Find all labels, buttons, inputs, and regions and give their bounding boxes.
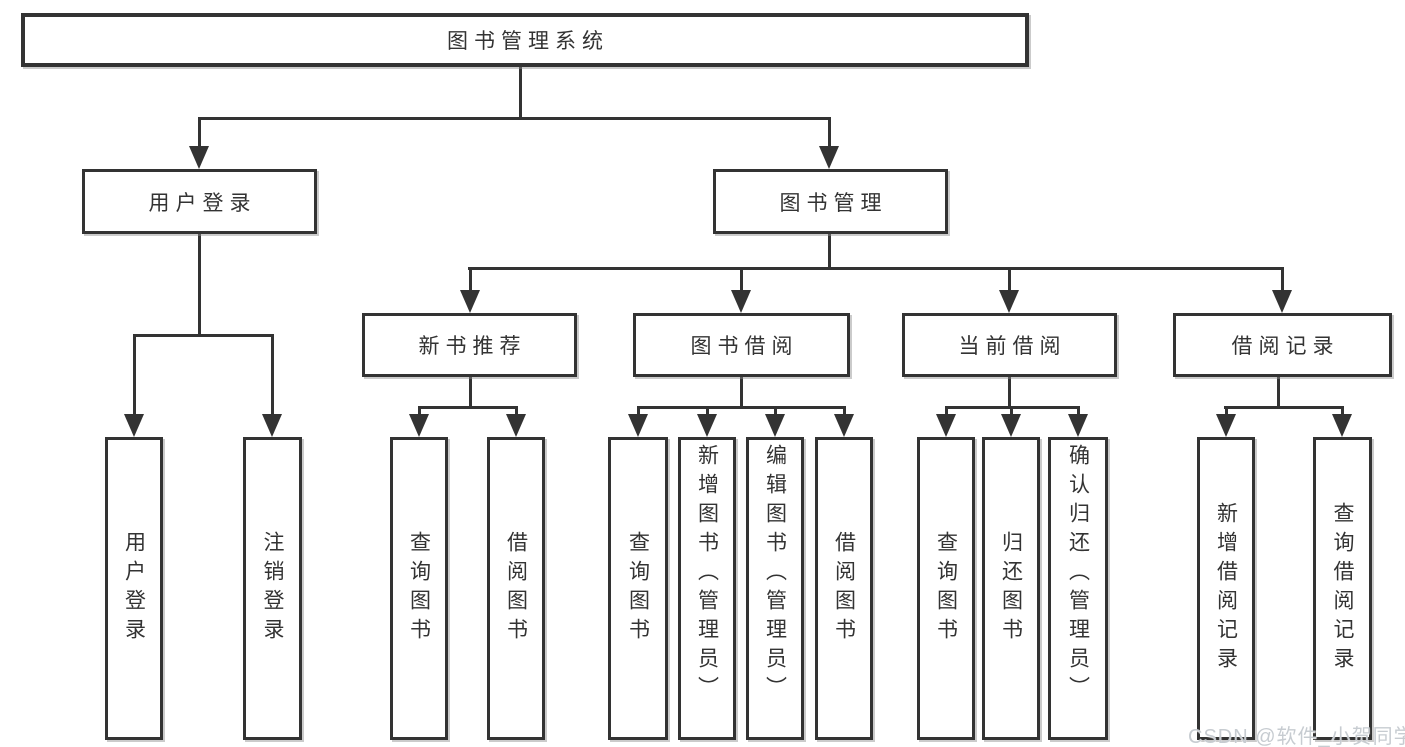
connector-drop-new-books bbox=[469, 267, 472, 293]
arrow-down-icon bbox=[1068, 414, 1088, 437]
leaf-cb-return-books-label: 归还图书 bbox=[999, 530, 1023, 647]
connector-drop-leaf bbox=[1341, 406, 1344, 416]
csdn-watermark: CSDN @软件_小贺同学 bbox=[1188, 726, 1405, 747]
connector-borrowrecords-stem bbox=[1277, 377, 1280, 409]
connector-drop-leaf bbox=[1225, 406, 1228, 416]
arrow-down-icon bbox=[819, 146, 839, 169]
leaf-cb-return-books: 归还图书 bbox=[982, 437, 1040, 740]
arrow-down-icon bbox=[765, 414, 785, 437]
node-borrow-records: 借阅记录 bbox=[1173, 313, 1392, 377]
connector-drop-leaf bbox=[418, 406, 421, 416]
connector-root-stem bbox=[519, 65, 522, 118]
arrow-down-icon bbox=[731, 290, 751, 313]
leaf-nb-borrow-books: 借阅图书 bbox=[487, 437, 545, 740]
connector-borrowrecords-hline bbox=[1224, 406, 1344, 409]
leaf-cb-query-books: 查询图书 bbox=[917, 437, 975, 740]
connector-newbooks-stem bbox=[469, 377, 472, 409]
leaf-bb-query-books: 查询图书 bbox=[608, 437, 668, 740]
arrow-down-icon bbox=[1272, 290, 1292, 313]
connector-currentborrow-stem bbox=[1008, 377, 1011, 409]
connector-newbooks-hline bbox=[418, 406, 518, 409]
arrow-down-icon bbox=[189, 146, 209, 169]
connector-drop-book-borrow bbox=[740, 267, 743, 293]
leaf-user-login: 用户登录 bbox=[105, 437, 163, 740]
node-root: 图书管理系统 bbox=[21, 13, 1029, 67]
leaf-bb-query-books-label: 查询图书 bbox=[626, 530, 650, 647]
connector-drop-leaf bbox=[515, 406, 518, 416]
leaf-nb-query-books: 查询图书 bbox=[390, 437, 448, 740]
leaf-bb-add-books-admin-label: 新增图书（管理员） bbox=[695, 444, 719, 705]
arrow-down-icon bbox=[1001, 414, 1021, 437]
connector-drop-leaf bbox=[1077, 406, 1080, 416]
connector-drop-leaf-logout bbox=[271, 334, 274, 416]
node-book-management: 图书管理 bbox=[713, 169, 948, 234]
leaf-br-query-record-label: 查询借阅记录 bbox=[1331, 501, 1355, 676]
leaf-nb-query-books-label: 查询图书 bbox=[407, 530, 431, 647]
leaf-nb-borrow-books-label: 借阅图书 bbox=[504, 530, 528, 647]
leaf-bb-borrow-books-label: 借阅图书 bbox=[832, 530, 856, 647]
connector-userlogin-stem bbox=[198, 234, 201, 337]
connector-drop-leaf bbox=[774, 406, 777, 416]
connector-bookmgmt-stem bbox=[828, 234, 831, 270]
arrow-down-icon bbox=[697, 414, 717, 437]
leaf-user-login-label: 用户登录 bbox=[122, 530, 146, 647]
connector-drop-book-management bbox=[828, 117, 831, 149]
arrow-down-icon bbox=[262, 414, 282, 437]
node-current-borrow: 当前借阅 bbox=[902, 313, 1117, 377]
leaf-bb-borrow-books: 借阅图书 bbox=[815, 437, 873, 740]
connector-drop-user-login bbox=[198, 117, 201, 149]
node-user-login: 用户登录 bbox=[82, 169, 317, 234]
node-borrow-records-label: 借阅记录 bbox=[1231, 335, 1340, 358]
arrow-down-icon bbox=[1332, 414, 1352, 437]
node-current-borrow-label: 当前借阅 bbox=[958, 335, 1067, 358]
leaf-cb-confirm-return-admin: 确认归还（管理员） bbox=[1048, 437, 1108, 740]
leaf-cb-confirm-return-admin-label: 确认归还（管理员） bbox=[1066, 444, 1090, 705]
connector-drop-leaf bbox=[1010, 406, 1013, 416]
node-new-book-recommend: 新书推荐 bbox=[362, 313, 577, 377]
leaf-bb-edit-books-admin: 编辑图书（管理员） bbox=[746, 437, 804, 740]
node-book-borrow: 图书借阅 bbox=[633, 313, 850, 377]
connector-drop-leaf bbox=[945, 406, 948, 416]
connector-drop-current-borrow bbox=[1008, 267, 1011, 293]
leaf-logout-label: 注销登录 bbox=[261, 530, 285, 647]
leaf-br-query-record: 查询借阅记录 bbox=[1313, 437, 1372, 740]
connector-drop-leaf-login bbox=[133, 334, 136, 416]
leaf-bb-add-books-admin: 新增图书（管理员） bbox=[678, 437, 736, 740]
connector-drop-leaf bbox=[706, 406, 709, 416]
leaf-br-add-record-label: 新增借阅记录 bbox=[1214, 501, 1238, 676]
arrow-down-icon bbox=[409, 414, 429, 437]
arrow-down-icon bbox=[834, 414, 854, 437]
arrow-down-icon bbox=[124, 414, 144, 437]
connector-root-hline bbox=[198, 117, 831, 120]
connector-drop-leaf bbox=[637, 406, 640, 416]
arrow-down-icon bbox=[460, 290, 480, 313]
node-new-book-recommend-label: 新书推荐 bbox=[418, 335, 527, 358]
connector-bookmgmt-hline bbox=[468, 267, 1284, 270]
arrow-down-icon bbox=[506, 414, 526, 437]
arrow-down-icon bbox=[1216, 414, 1236, 437]
connector-bookborrow-stem bbox=[740, 377, 743, 409]
leaf-bb-edit-books-admin-label: 编辑图书（管理员） bbox=[763, 444, 787, 705]
connector-userlogin-hline bbox=[133, 334, 274, 337]
leaf-br-add-record: 新增借阅记录 bbox=[1197, 437, 1255, 740]
leaf-cb-query-books-label: 查询图书 bbox=[934, 530, 958, 647]
leaf-logout: 注销登录 bbox=[243, 437, 302, 740]
connector-bookborrow-hline bbox=[637, 406, 846, 409]
node-root-label: 图书管理系统 bbox=[447, 30, 609, 53]
arrow-down-icon bbox=[628, 414, 648, 437]
node-user-login-label: 用户登录 bbox=[148, 191, 257, 215]
connector-drop-leaf bbox=[843, 406, 846, 416]
node-book-management-label: 图书管理 bbox=[779, 191, 888, 215]
connector-drop-borrow-records bbox=[1281, 267, 1284, 293]
arrow-down-icon bbox=[936, 414, 956, 437]
arrow-down-icon bbox=[999, 290, 1019, 313]
node-book-borrow-label: 图书借阅 bbox=[690, 335, 799, 358]
